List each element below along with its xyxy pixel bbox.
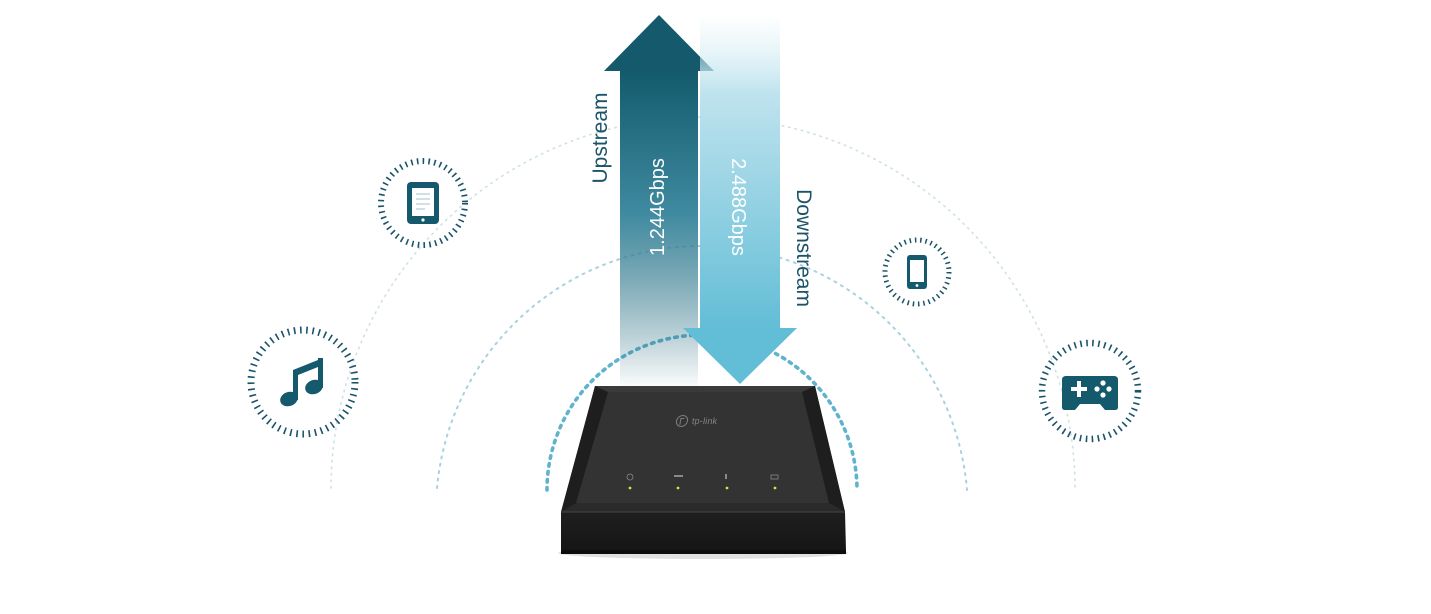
upstream-label: Upstream — [589, 92, 612, 184]
pon-led-icon — [674, 475, 683, 477]
lan-led-icon — [770, 474, 779, 480]
downstream-label: Downstream — [792, 189, 815, 307]
power-led-icon — [626, 473, 634, 481]
gpon-device — [558, 386, 848, 559]
music-note-icon — [247, 326, 359, 438]
smartphone-icon — [882, 237, 952, 307]
device-leds — [626, 473, 779, 490]
downstream-speed-label: 2.488Gbps — [727, 158, 749, 256]
downstream-arrow — [683, 14, 797, 384]
tablet-icon — [378, 158, 468, 248]
brand-mark-icon — [674, 415, 690, 427]
los-led-icon — [725, 474, 727, 479]
gamepad-icon — [1038, 339, 1142, 443]
brand-logo: tp-link — [674, 413, 719, 429]
brand-name: tp-link — [691, 416, 719, 426]
upstream-arrow — [604, 15, 714, 390]
upstream-speed-label: 1.244Gbps — [647, 158, 669, 256]
